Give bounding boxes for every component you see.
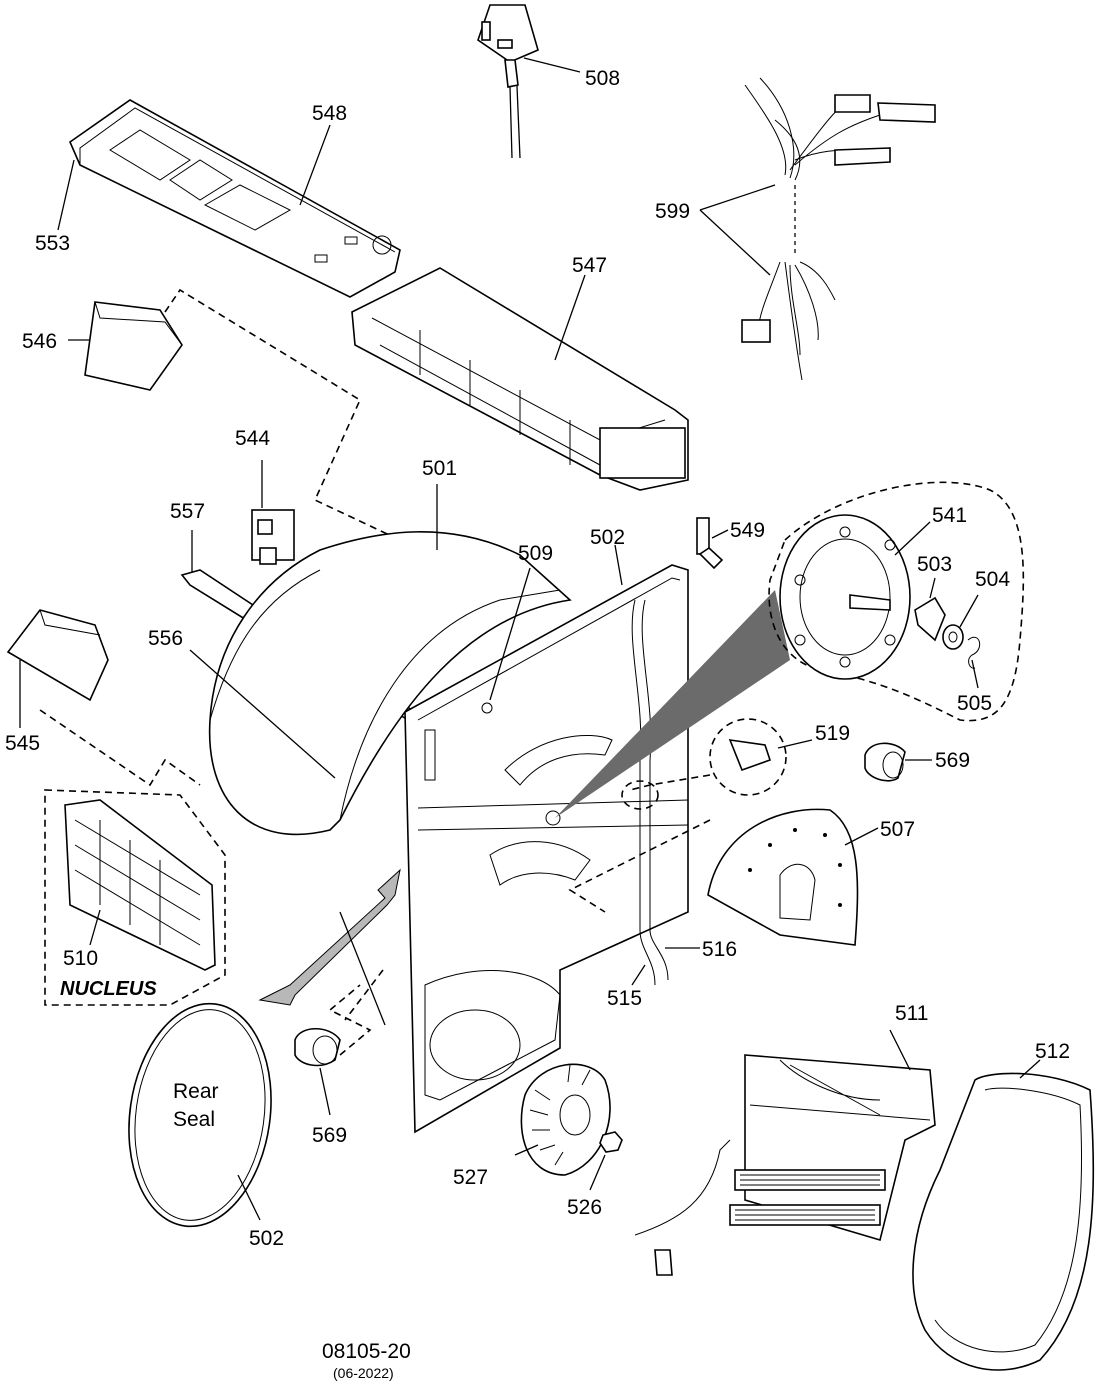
clip-505	[967, 636, 981, 689]
callout-501: 501	[422, 457, 457, 480]
blower-wheel-527	[514, 1063, 611, 1176]
callout-569-right: 569	[935, 749, 970, 772]
callout-502-seal: 502	[249, 1227, 284, 1250]
callout-557: 557	[170, 500, 205, 523]
callout-504: 504	[975, 568, 1010, 591]
filter-510	[64, 799, 216, 971]
clip-detail-bubble	[709, 718, 787, 796]
callout-569-left: 569	[312, 1124, 347, 1147]
callout-527: 527	[453, 1166, 488, 1189]
drum-501	[208, 484, 572, 836]
callout-507: 507	[880, 818, 915, 841]
callout-508: 508	[585, 67, 620, 90]
heater-assembly-511	[634, 1029, 936, 1276]
rear-seal-line1: Rear	[173, 1080, 219, 1103]
rear-panel-502	[404, 544, 689, 1134]
vent-cover-507	[707, 808, 879, 946]
nut-526	[589, 1131, 623, 1191]
callout-526: 526	[567, 1196, 602, 1219]
callout-544: 544	[235, 427, 270, 450]
drum-roller-569-right	[864, 742, 932, 782]
callout-548: 548	[312, 102, 347, 125]
drum-roller-569-left	[294, 1027, 341, 1116]
heater-cover-512	[912, 1059, 1095, 1371]
callout-511: 511	[895, 1002, 928, 1025]
callout-509: 509	[518, 542, 553, 565]
bearing-bracket-503	[914, 577, 946, 642]
power-plug-508	[477, 4, 581, 159]
nucleus-label: NUCLEUS	[60, 978, 157, 1000]
callout-553: 553	[35, 232, 70, 255]
callout-545: 545	[5, 732, 40, 755]
callout-503: 503	[917, 553, 952, 576]
bearing-detail-bubble	[768, 481, 1025, 722]
wire-harness-599	[699, 77, 936, 381]
bearing-nut-504	[942, 594, 979, 650]
callout-519: 519	[815, 722, 850, 745]
direction-arrow	[258, 868, 401, 1006]
callout-516: 516	[702, 938, 737, 961]
nucleus-bubble	[44, 789, 226, 1006]
callout-556: 556	[148, 627, 183, 650]
drawing-date: (06-2022)	[333, 1365, 394, 1381]
callout-502-panel: 502	[590, 526, 625, 549]
pin-549	[696, 517, 729, 570]
rear-seal-line2: Seal	[173, 1108, 215, 1131]
duct-545	[6, 609, 109, 728]
callout-505: 505	[957, 692, 992, 715]
callout-549: 549	[730, 519, 765, 542]
callout-599: 599	[655, 200, 690, 223]
bracket-546	[68, 301, 183, 391]
bearing-plate-541	[779, 514, 911, 680]
clip-519	[728, 739, 813, 772]
callout-541: 541	[932, 504, 967, 527]
console-base-547	[351, 267, 689, 491]
callout-547: 547	[572, 254, 607, 277]
callout-512: 512	[1035, 1040, 1070, 1063]
callout-510: 510	[63, 947, 98, 970]
zoom-wedge	[555, 590, 790, 818]
rear-seal-502	[128, 1002, 272, 1228]
callout-546: 546	[22, 330, 57, 353]
callout-515: 515	[607, 987, 642, 1010]
door-switch-544	[251, 460, 295, 565]
control-console-548	[69, 99, 401, 298]
drawing-number: 08105-20	[322, 1340, 411, 1363]
